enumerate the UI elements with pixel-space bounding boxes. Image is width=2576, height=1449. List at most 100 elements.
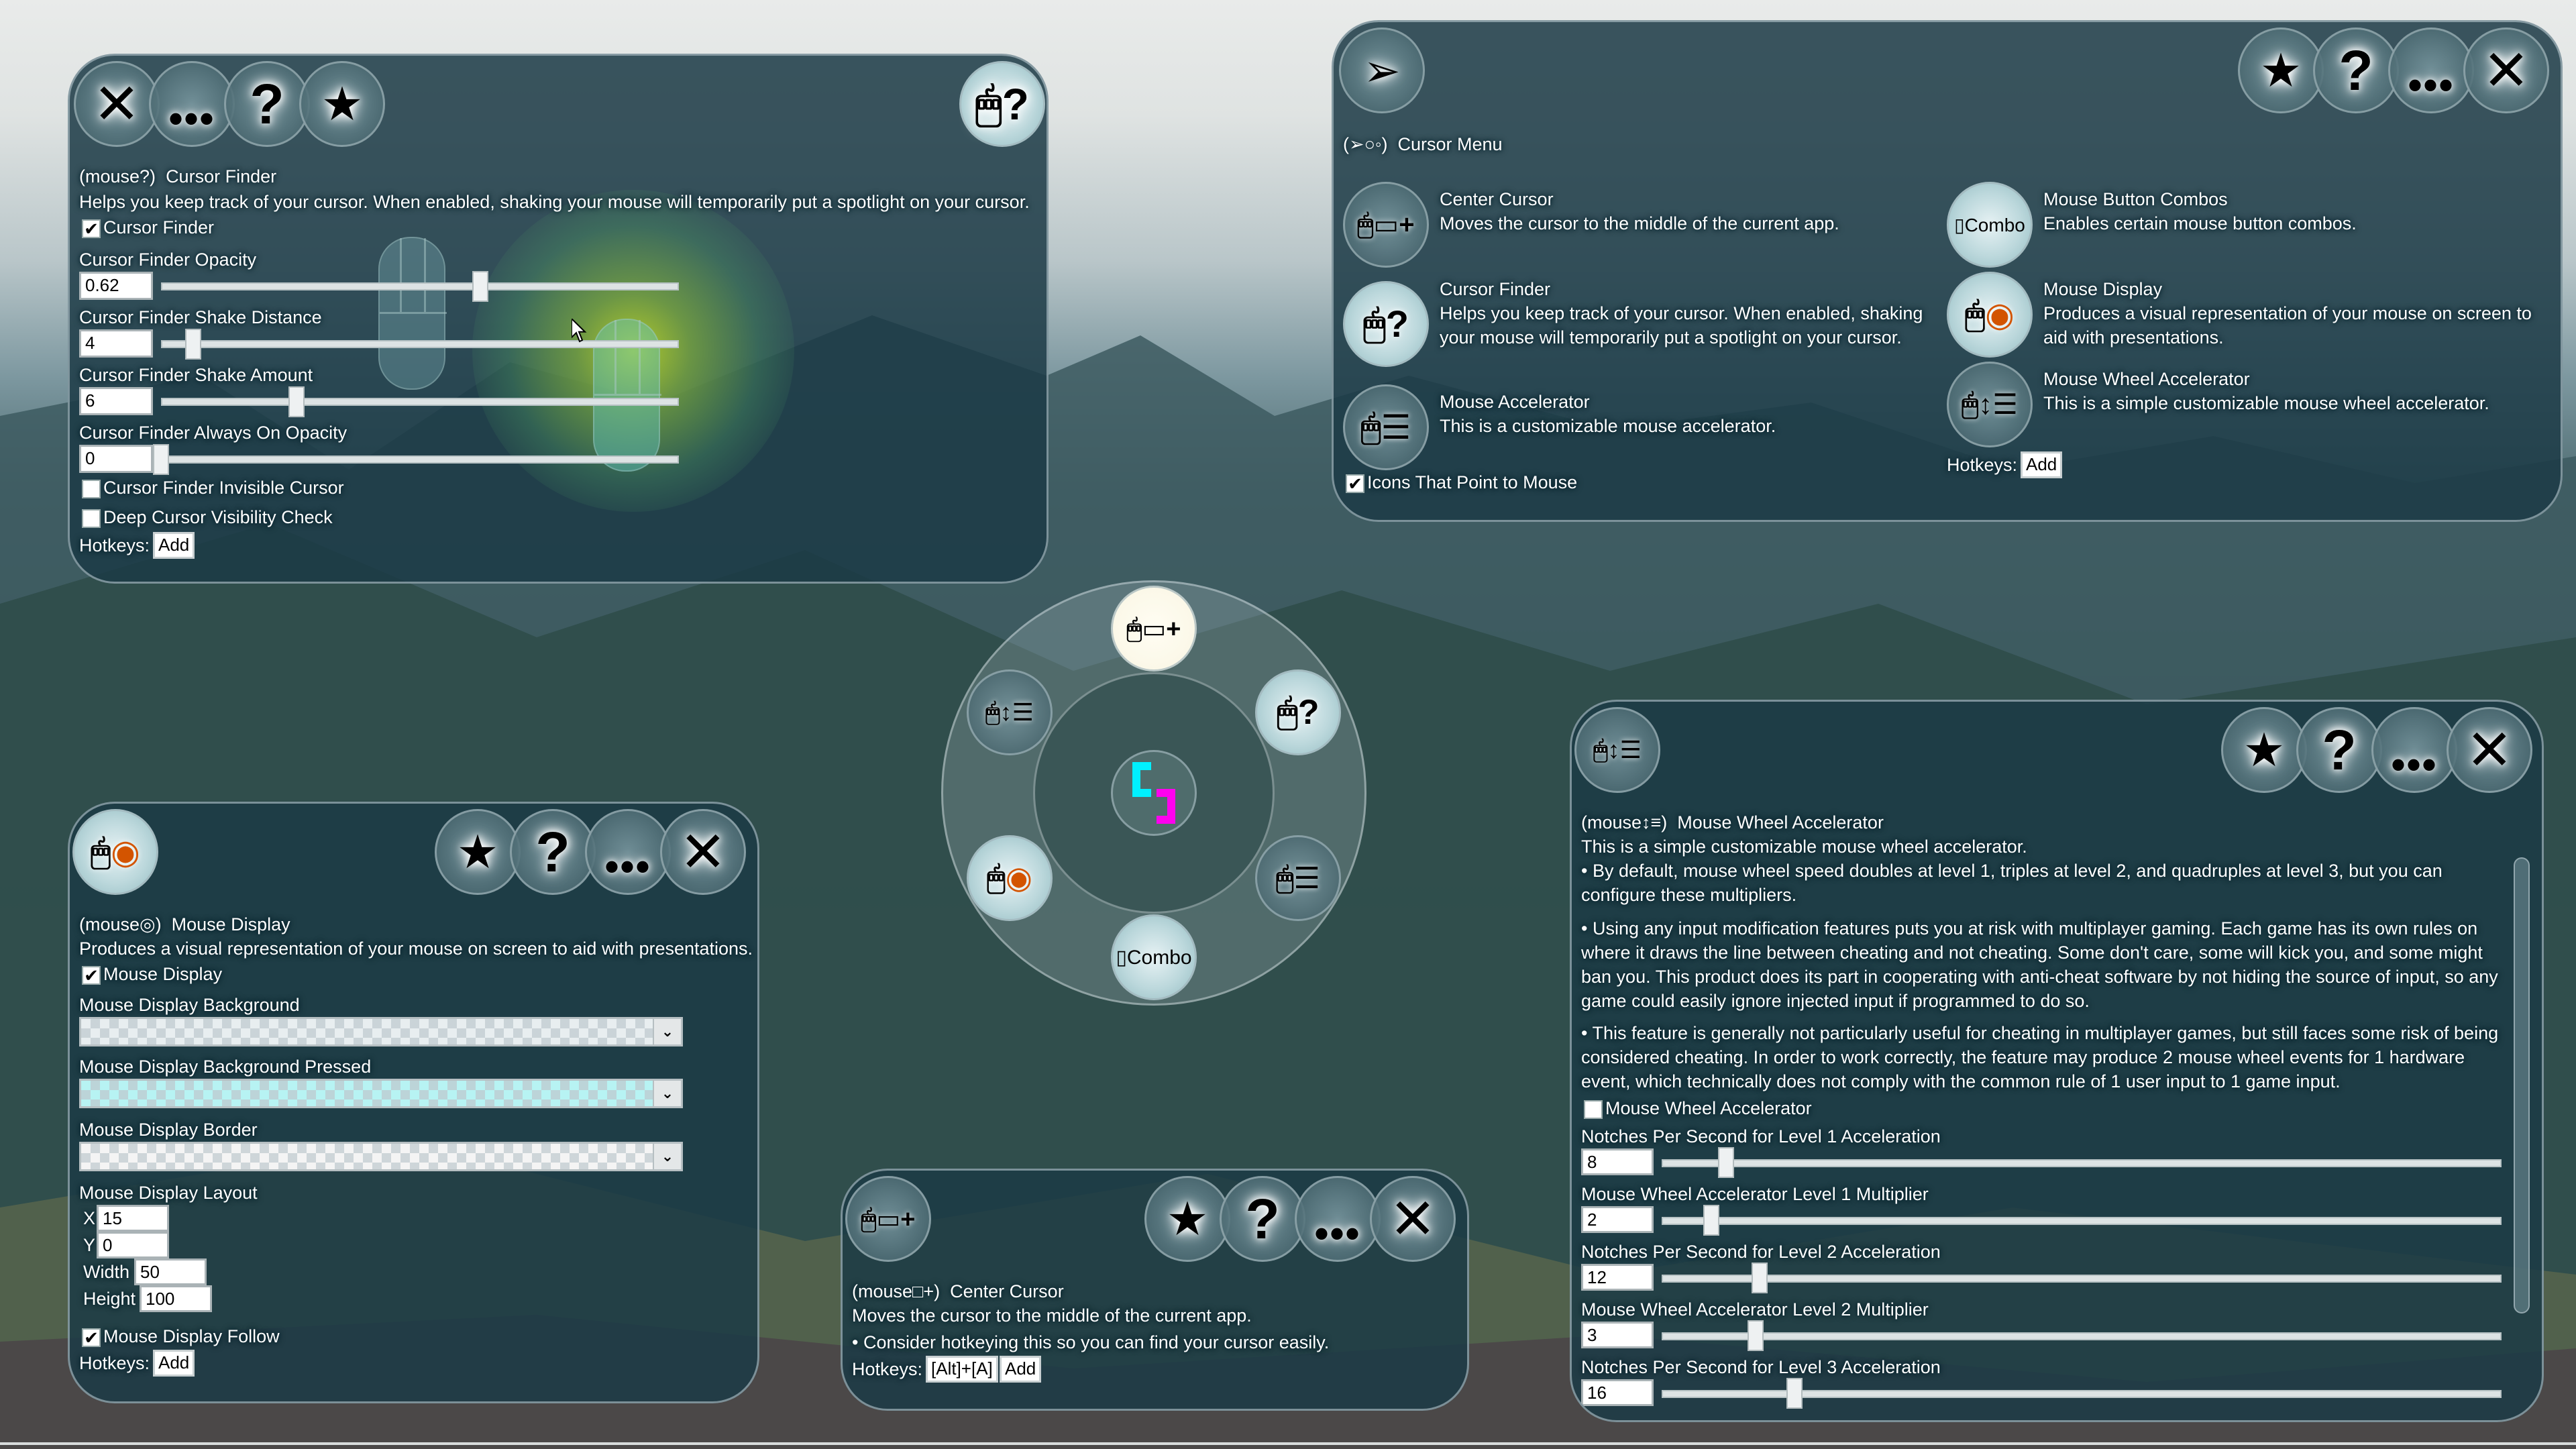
radial-item-center-cursor[interactable]: 🖱▭+	[1111, 586, 1197, 672]
cursor-arrow-icon: ➢	[1363, 46, 1401, 95]
level1-multiplier-slider-thumb[interactable]	[1703, 1205, 1719, 1236]
close-button[interactable]: ✕	[74, 61, 160, 147]
radial-item-mouse-wheel-accelerator[interactable]: 🖱↕☰	[967, 669, 1053, 755]
deep-visibility-checkbox[interactable]	[82, 509, 101, 528]
background-color-dropdown[interactable]: ⌄	[79, 1017, 683, 1046]
close-button[interactable]: ✕	[660, 809, 746, 895]
layout-height-input[interactable]: 100	[140, 1285, 212, 1312]
add-hotkey-button[interactable]: Add	[2021, 451, 2063, 478]
shake-distance-slider[interactable]	[161, 340, 679, 348]
level2-multiplier-slider[interactable]	[1662, 1332, 2502, 1340]
close-button[interactable]: ✕	[1370, 1176, 1456, 1262]
level3-notches-slider-thumb[interactable]	[1786, 1378, 1803, 1409]
more-button[interactable]: •••	[2371, 707, 2457, 793]
cursor-finder-feature-icon[interactable]: 🖱?	[959, 61, 1045, 147]
mouse-display-checkbox[interactable]: ✔	[82, 966, 101, 985]
panel-title: (mouse↕≡) Mouse Wheel Accelerator	[1581, 812, 1884, 833]
mouse-display-menu-item[interactable]: 🖱◉	[1947, 272, 2033, 358]
level3-notches-slider[interactable]	[1662, 1390, 2502, 1398]
level2-multiplier-slider-thumb[interactable]	[1748, 1320, 1764, 1351]
opacity-slider-thumb[interactable]	[472, 271, 488, 302]
cursor-finder-checkbox[interactable]: ✔	[82, 219, 101, 238]
background-pressed-color-dropdown[interactable]: ⌄	[79, 1079, 683, 1108]
close-button[interactable]: ✕	[2463, 28, 2549, 113]
checkbox-label: Cursor Finder Invisible Cursor	[103, 478, 344, 498]
add-hotkey-button[interactable]: Add	[153, 1350, 195, 1377]
mouse-wheel-feature-icon[interactable]: 🖱↕☰	[1574, 707, 1660, 793]
more-button[interactable]: •••	[585, 809, 671, 895]
color-picker-label: Mouse Display Background Pressed	[79, 1057, 372, 1077]
level2-notches-slider-thumb[interactable]	[1752, 1263, 1768, 1293]
center-cursor-feature-icon[interactable]: 🖱▭+	[845, 1176, 931, 1262]
hotkey-alt-a-button[interactable]: [Alt]+[A]	[926, 1356, 998, 1383]
more-button[interactable]: •••	[149, 61, 235, 147]
always-on-opacity-input[interactable]: 0	[79, 445, 153, 473]
menu-item-name: Mouse Button Combos	[2043, 189, 2228, 209]
layout-width-input[interactable]: 50	[134, 1258, 207, 1285]
mouse-wheel-accelerator-menu-item[interactable]: 🖱↕☰	[1947, 362, 2033, 447]
level1-multiplier-input[interactable]: 2	[1581, 1206, 1654, 1233]
add-hotkey-button[interactable]: Add	[153, 532, 195, 559]
center-cursor-icon: 🖱▭+	[1126, 614, 1181, 643]
level2-notches-input[interactable]: 12	[1581, 1264, 1654, 1291]
mouse-wheel-accelerator-checkbox[interactable]	[1584, 1100, 1603, 1119]
help-button[interactable]: ?	[224, 61, 310, 147]
radial-item-mouse-display[interactable]: 🖱◉	[967, 835, 1053, 921]
layout-x-input[interactable]: 15	[97, 1205, 169, 1232]
shake-distance-slider-thumb[interactable]	[185, 329, 201, 360]
help-button[interactable]: ?	[2313, 28, 2399, 113]
level2-multiplier-input[interactable]: 3	[1581, 1322, 1654, 1348]
level1-notches-slider[interactable]	[1662, 1159, 2502, 1167]
more-button[interactable]: •••	[1295, 1176, 1381, 1262]
level1-notches-input[interactable]: 8	[1581, 1148, 1654, 1175]
favorite-button[interactable]: ★	[1144, 1176, 1230, 1262]
always-on-opacity-slider-thumb[interactable]	[153, 444, 169, 475]
favorite-button[interactable]: ★	[2238, 28, 2324, 113]
radial-logo-button[interactable]	[1111, 750, 1197, 836]
more-button[interactable]: •••	[2388, 28, 2474, 113]
shake-amount-input[interactable]: 6	[79, 387, 153, 415]
cursor-finder-menu-item[interactable]: 🖱?	[1343, 281, 1429, 367]
always-on-opacity-slider[interactable]	[161, 455, 679, 464]
mouse-display-feature-icon[interactable]: 🖱◉	[72, 809, 158, 895]
opacity-slider[interactable]	[161, 282, 679, 290]
level2-notches-slider[interactable]	[1662, 1275, 2502, 1283]
radial-menu: 🖱▭+ 🖱? 🖱☰ ▯Combo 🖱◉ 🖱↕☰	[941, 580, 1366, 1006]
layout-y-input[interactable]: 0	[97, 1232, 169, 1258]
help-button[interactable]: ?	[510, 809, 596, 895]
favorite-button[interactable]: ★	[299, 61, 385, 147]
level1-notches-slider-thumb[interactable]	[1718, 1147, 1734, 1178]
help-button[interactable]: ?	[1220, 1176, 1305, 1262]
panel-title: (mouse?) Cursor Finder	[79, 166, 277, 186]
slider-label: Mouse Wheel Accelerator Level 1 Multipli…	[1581, 1184, 1929, 1204]
shake-distance-input[interactable]: 4	[79, 329, 153, 358]
help-button[interactable]: ?	[2296, 707, 2382, 793]
mouse-button-combos-menu-item[interactable]: ▯Combo	[1947, 182, 2033, 268]
icons-point-to-mouse-checkbox[interactable]: ✔	[1346, 474, 1364, 493]
radial-item-cursor-finder[interactable]: 🖱?	[1255, 669, 1341, 755]
chevron-down-icon: ⌄	[653, 1144, 681, 1169]
shake-amount-slider-thumb[interactable]	[288, 386, 305, 417]
add-hotkey-button[interactable]: Add	[1000, 1356, 1042, 1383]
panel-tip: • Consider hotkeying this so you can fin…	[852, 1332, 1330, 1352]
mouse-wheel-accelerator-icon: 🖱↕☰	[1962, 388, 2018, 420]
invisible-cursor-checkbox[interactable]	[82, 480, 101, 498]
radial-item-mouse-accelerator[interactable]: 🖱☰	[1255, 835, 1341, 921]
radial-item-mouse-button-combos[interactable]: ▯Combo	[1111, 914, 1197, 1000]
cursor-menu-icon-button[interactable]: ➢	[1339, 28, 1425, 113]
shake-amount-slider[interactable]	[161, 398, 679, 406]
mouse-accelerator-menu-item[interactable]: 🖱☰	[1343, 384, 1429, 470]
center-cursor-menu-item[interactable]: 🖱▭+	[1343, 182, 1429, 268]
vertical-scrollbar[interactable]	[2514, 857, 2530, 1313]
level1-multiplier-slider[interactable]	[1662, 1217, 2502, 1225]
star-icon: ★	[456, 826, 499, 878]
mouse-display-follow-checkbox[interactable]: ✔	[82, 1328, 101, 1347]
checkbox-label: Icons That Point to Mouse	[1367, 472, 1578, 492]
close-button[interactable]: ✕	[2447, 707, 2532, 793]
favorite-button[interactable]: ★	[2221, 707, 2307, 793]
opacity-input[interactable]: 0.62	[79, 272, 153, 300]
hotkeys-label: Hotkeys:	[79, 535, 150, 555]
favorite-button[interactable]: ★	[435, 809, 521, 895]
level3-notches-input[interactable]: 16	[1581, 1379, 1654, 1406]
border-color-dropdown[interactable]: ⌄	[79, 1142, 683, 1171]
